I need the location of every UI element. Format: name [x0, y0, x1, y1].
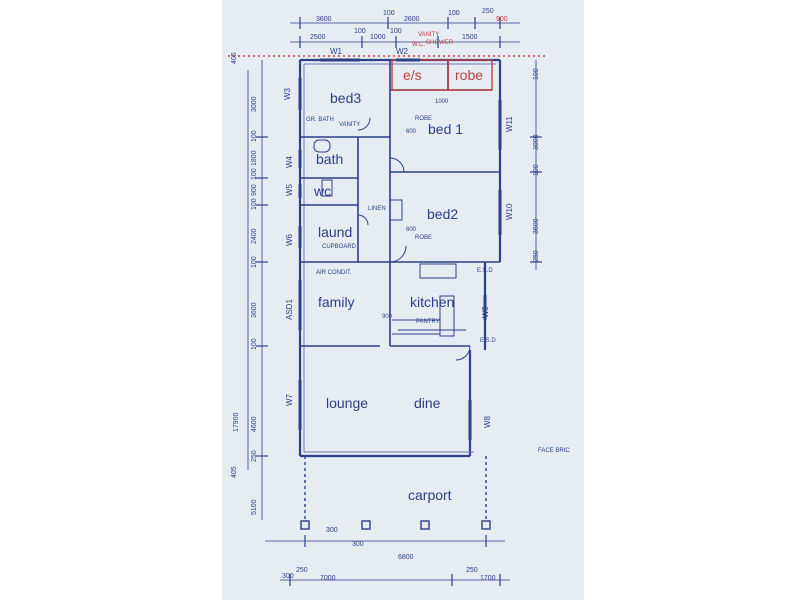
fixtures	[313, 139, 466, 337]
dim-bottom-300b: 300	[352, 541, 364, 548]
dim-right-3600: 3600	[533, 218, 540, 234]
dim-left-3000: 3000	[251, 96, 258, 112]
window-labels: W1 W2 W3 W4 W5 W6 ASD1 W7 W11 W10 W9 W8	[283, 47, 514, 428]
bottom-dimension-labels: 300 300 6800 300 250 7000 250 1700	[282, 527, 496, 582]
note-esd-1: E.S.D	[477, 268, 493, 274]
note-robe-1-depth: 600	[406, 129, 417, 135]
dim-bottom-6800: 6800	[398, 554, 414, 561]
window-w11: W11	[505, 116, 514, 132]
left-dimension-labels: 405 3000 100 1800 100 900 100 2400 100 3…	[231, 52, 258, 515]
window-w1: W1	[330, 47, 343, 56]
note-robe-1: ROBE	[415, 116, 432, 122]
dim-left-3600: 3600	[251, 302, 258, 318]
dim-top-2600: 2600	[404, 16, 420, 23]
door-swings	[357, 117, 471, 361]
note-face-brick: FACE BRIC	[538, 448, 570, 454]
dim-left-17900: 17900	[233, 412, 240, 432]
dim-top-250: 250	[482, 8, 494, 15]
room-laund: laund	[318, 224, 352, 240]
dim-bottom-300c: 300	[282, 573, 294, 580]
note-dim-1000: 1000	[435, 99, 449, 105]
room-bed2: bed2	[427, 206, 458, 222]
window-marks	[298, 58, 502, 440]
right-dimension-labels: 100 3000 100 3600 250	[533, 68, 540, 262]
dim-right-3000: 3000	[533, 134, 540, 150]
dim-left-100d: 100	[251, 256, 258, 268]
dim-top-2500: 2500	[310, 34, 326, 41]
note-shower: SHOWER	[426, 40, 454, 46]
window-w6: W6	[285, 233, 294, 246]
room-bed1: bed 1	[428, 121, 463, 137]
dim-left-100c: 100	[251, 198, 258, 210]
dim-left-100a: 100	[251, 130, 258, 142]
window-w5: W5	[285, 183, 294, 196]
room-bath: bath	[316, 151, 343, 167]
dim-bottom-300a: 300	[326, 527, 338, 534]
room-ensuite: e/s	[403, 67, 422, 83]
dimension-ticks	[256, 17, 542, 586]
note-vanity-1: VANITY	[339, 122, 360, 128]
dim-left-405b: 405	[231, 466, 238, 478]
paper-background	[222, 0, 584, 600]
room-bed3: bed3	[330, 90, 361, 106]
carport-posts	[300, 456, 491, 530]
dim-top-1500: 1500	[462, 34, 478, 41]
dimension-lines	[247, 22, 537, 581]
dim-top-3600: 3600	[316, 16, 332, 23]
note-pantry-width: 900	[382, 314, 393, 320]
note-gr-bath: GR. BATH	[306, 117, 334, 123]
dim-top-1000: 1000	[370, 34, 386, 41]
dim-top-100a: 100	[383, 10, 395, 17]
dim-left-100e: 100	[251, 338, 258, 350]
note-vanity-2: VANITY	[418, 32, 439, 38]
room-family: family	[318, 294, 355, 310]
note-robe-2-depth: 600	[406, 227, 417, 233]
note-linen: LINEN	[368, 206, 386, 212]
dim-left-2400: 2400	[251, 228, 258, 244]
outer-walls-inner-line	[303, 63, 496, 453]
room-robe-main: robe	[455, 67, 483, 83]
dim-left-100b: 100	[251, 168, 258, 180]
dim-left-5100: 5100	[251, 499, 258, 515]
note-robe-2: ROBE	[415, 235, 432, 241]
room-labels: bed3 e/s robe bed 1 bath wc bed2 laund f…	[313, 67, 483, 503]
dim-right-100b: 100	[533, 164, 540, 176]
dim-right-100a: 100	[533, 68, 540, 80]
dim-left-405: 405	[231, 52, 238, 64]
room-wc: wc	[313, 183, 331, 199]
dim-bottom-250b: 250	[466, 567, 478, 574]
room-kitchen: kitchen	[410, 294, 454, 310]
dim-right-250: 250	[533, 250, 540, 262]
dim-top-100b: 100	[448, 10, 460, 17]
dim-bottom-7000: 7000	[320, 575, 336, 582]
dim-left-250: 250	[251, 450, 258, 462]
room-lounge: lounge	[326, 395, 368, 411]
window-w7: W7	[285, 393, 294, 406]
note-pantry: PANTRY	[416, 319, 440, 325]
note-esd-2: E.S.D	[480, 338, 496, 344]
dim-top-100c: 100	[354, 28, 366, 35]
dim-left-900: 900	[251, 184, 258, 196]
note-wc-small: W.C.	[412, 42, 425, 48]
room-carport: carport	[408, 487, 452, 503]
window-w10: W10	[505, 203, 514, 220]
dim-bottom-1700: 1700	[480, 575, 496, 582]
window-w8: W8	[483, 415, 492, 428]
dim-top-100d: 100	[390, 28, 402, 35]
dim-top-900: 900	[496, 16, 508, 23]
room-dine: dine	[414, 395, 441, 411]
dim-left-1800: 1800	[251, 150, 258, 166]
window-w9: W9	[481, 305, 490, 318]
small-annotations: GR. BATH VANITY ROBE 600 LINEN ROBE 600 …	[306, 32, 570, 454]
window-w3: W3	[283, 87, 292, 100]
top-dimension-labels: 3600 100 2600 100 250 900 2500 100 1000 …	[310, 8, 508, 41]
dim-bottom-250a: 250	[296, 567, 308, 574]
note-cupboard: CUPBOARD	[322, 244, 357, 250]
window-w2: W2	[396, 47, 409, 56]
dim-left-4600: 4600	[251, 416, 258, 432]
window-asd1: ASD1	[285, 299, 294, 320]
window-w4: W4	[285, 155, 294, 168]
note-air-condit: AIR CONDIT.	[316, 270, 352, 276]
